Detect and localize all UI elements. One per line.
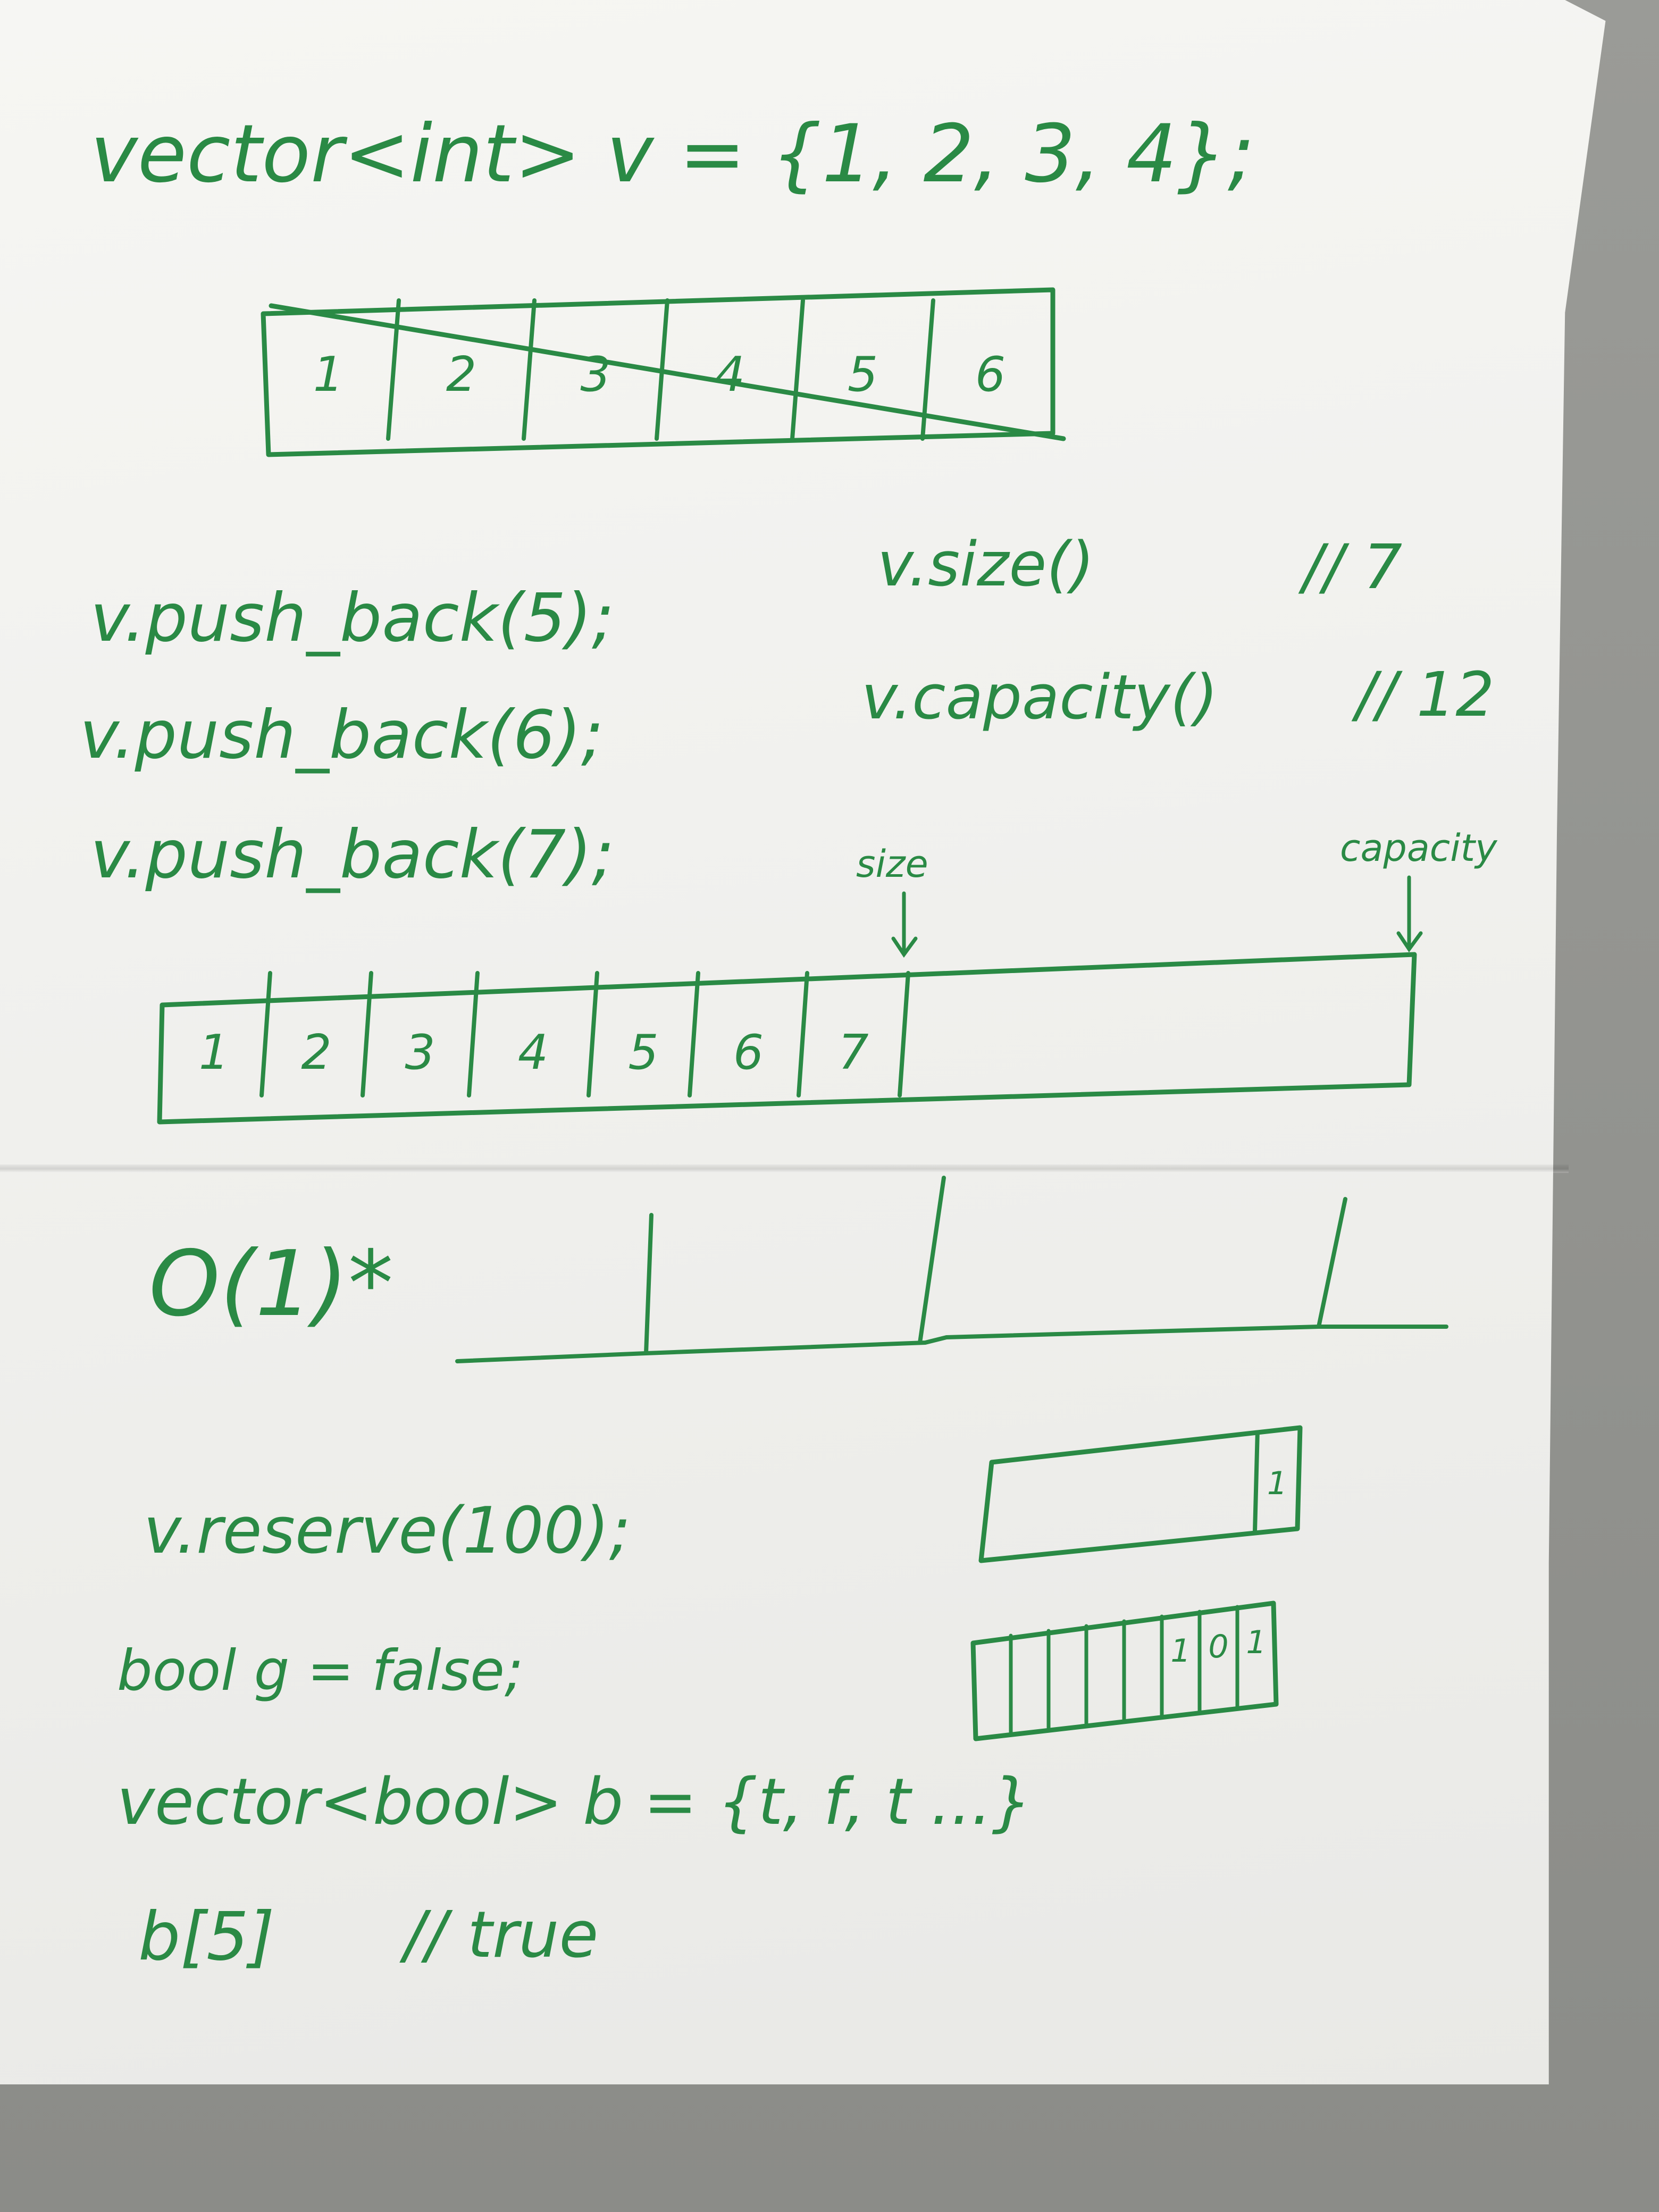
capacity-call: v.capacity()	[861, 662, 1218, 733]
push-back-5: v.push_back(5);	[90, 580, 615, 657]
new-array-divider	[797, 971, 809, 1097]
capacity-arrow	[1396, 875, 1423, 953]
size-call: v.size()	[877, 529, 1094, 600]
index-comment: // true	[404, 1898, 599, 1972]
index-expression: b[5]	[138, 1898, 275, 1975]
bool-box-cell: 1	[1267, 1465, 1287, 1502]
bit-array-cell: 1	[1170, 1632, 1191, 1670]
push-back-6: v.push_back(6);	[80, 697, 604, 774]
new-array-cell: 5	[628, 1025, 658, 1080]
old-array-cell: 5	[848, 347, 878, 403]
vector-declaration: vector<int> v = {1, 2, 3, 4};	[90, 108, 1255, 200]
new-array-divider	[688, 971, 700, 1097]
size-comment: // 7	[1303, 532, 1403, 603]
bool-storage-box: 1	[978, 1425, 1303, 1563]
new-array-cell: 7	[838, 1025, 868, 1080]
new-array-divider	[586, 971, 599, 1097]
paper-fold-crease	[0, 1164, 1569, 1173]
new-array-cell: 1	[199, 1025, 229, 1080]
old-array-diagram: 1 2 3 4 5 6	[261, 287, 1066, 457]
old-array-divider	[522, 298, 537, 441]
reserve-call: v.reserve(100);	[144, 1494, 631, 1568]
old-array-cell: 1	[313, 347, 343, 403]
old-array-cell: 6	[975, 347, 1006, 403]
new-array-cell: 4	[518, 1025, 548, 1080]
old-array-divider	[386, 298, 401, 441]
new-array-diagram: 1 2 3 4 5 6 7	[157, 875, 1423, 1125]
new-array-divider	[361, 971, 373, 1097]
old-array-divider	[790, 298, 805, 441]
capacity-comment: // 12	[1356, 659, 1495, 731]
new-array-cell: 3	[405, 1025, 435, 1080]
push-back-7: v.push_back(7);	[90, 816, 615, 893]
new-array-divider	[898, 971, 910, 1097]
new-array-divider	[259, 971, 272, 1097]
bit-array-cell: 0	[1208, 1628, 1228, 1665]
bool-declaration: bool g = false;	[117, 1638, 524, 1703]
amortized-cost-graph	[455, 1176, 1448, 1363]
bit-array-cell: 1	[1246, 1624, 1266, 1661]
old-array-cell: 3	[580, 347, 610, 403]
vector-bool-declaration: vector<bool> b = {t, f, t ...}	[117, 1765, 1033, 1839]
size-arrow	[891, 891, 918, 958]
old-array-cell: 4	[715, 347, 745, 403]
new-array-divider	[467, 971, 480, 1097]
capacity-label: capacity	[1340, 826, 1497, 870]
size-label: size	[856, 842, 928, 886]
complexity-label: O(1)*	[149, 1231, 393, 1337]
cross-out-line	[269, 303, 1066, 441]
new-array-cell: 6	[733, 1025, 764, 1080]
old-array-cell: 2	[446, 347, 476, 403]
new-array-cell: 2	[301, 1025, 331, 1080]
